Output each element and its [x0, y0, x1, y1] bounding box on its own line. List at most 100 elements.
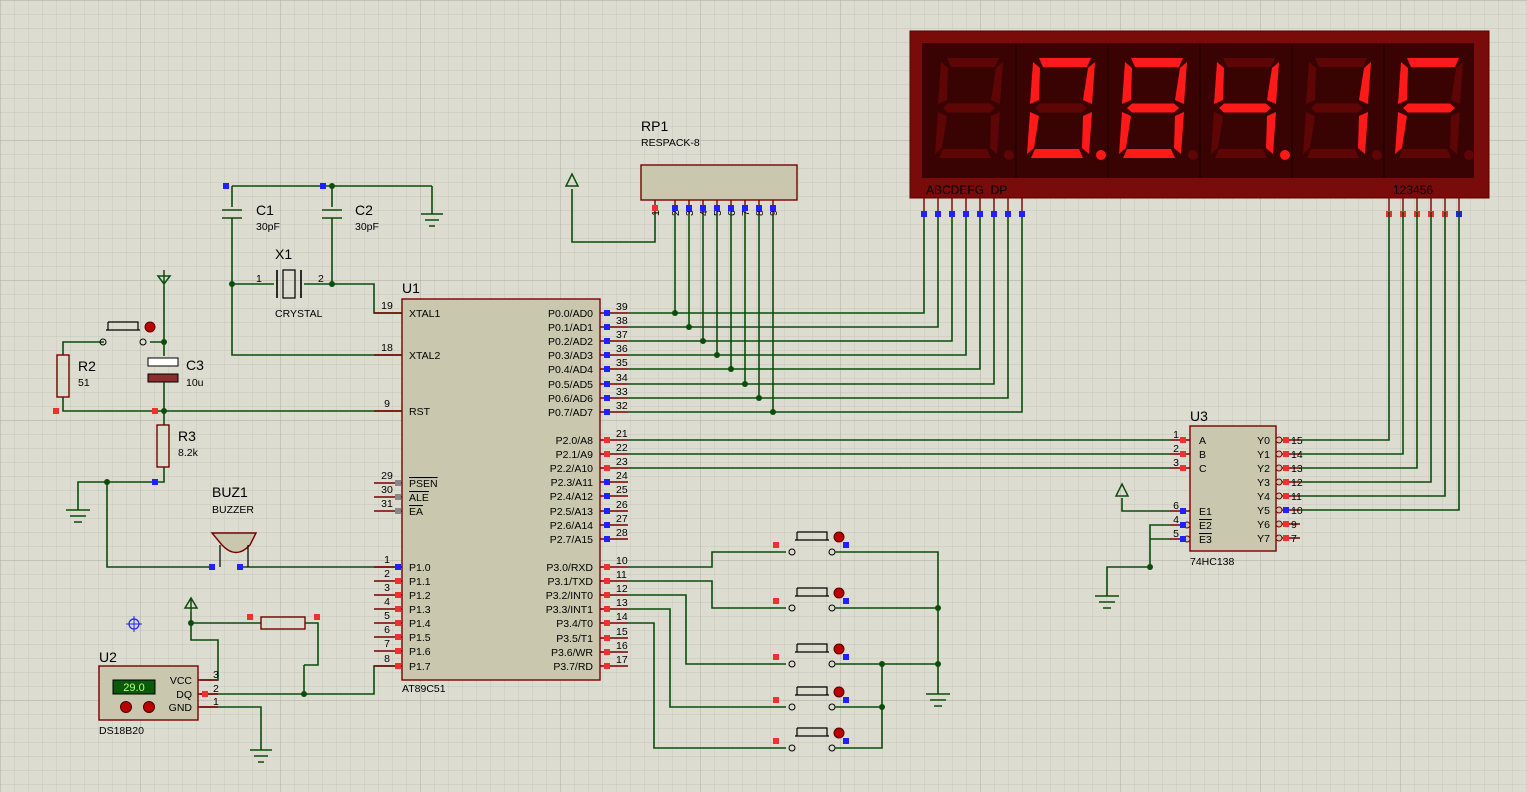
u1-pin-p14: 5P1.4: [374, 610, 431, 630]
pin-number: 27: [616, 513, 628, 525]
pin-state-marker: [604, 352, 610, 358]
key-5[interactable]: [628, 622, 849, 752]
pin-name: P0.4/AD4: [548, 364, 593, 376]
pin-state-marker: [395, 663, 401, 669]
segment-b: [1451, 62, 1463, 104]
digit-5: [1291, 43, 1382, 178]
pin-state-marker: [935, 211, 941, 217]
pin-number: 23: [616, 456, 628, 468]
u1-mcu: U1 AT89C51 19XTAL118XTAL29RST29PSEN30ALE…: [374, 280, 628, 695]
rp1-pin-4: 4: [698, 200, 710, 216]
pin-name: P0.2/AD2: [548, 336, 593, 348]
u3-pin-y7: 7Y7: [1257, 533, 1300, 545]
segment-e: [1027, 112, 1039, 154]
pin-state-marker: [1180, 508, 1186, 514]
key-1[interactable]: [628, 531, 849, 568]
digit-select-wire: [1300, 212, 1404, 455]
pin-name: P2.4/A12: [550, 491, 593, 503]
pin-number: 4: [384, 596, 390, 608]
key-4[interactable]: [628, 608, 849, 711]
pin-state-marker: [604, 578, 610, 584]
segment-b: [1267, 62, 1279, 104]
key-3[interactable]: [628, 594, 849, 668]
segment-c: [1358, 112, 1368, 154]
reset-circuit: R2 51 C3 10u R3 8.2k: [53, 270, 402, 523]
digit-1: [935, 58, 1014, 160]
r2-ref: R2: [78, 358, 96, 374]
pin-state-marker: [843, 598, 849, 604]
pin-state-marker: [1180, 437, 1186, 443]
pin-state-marker: [604, 564, 610, 570]
pin-state-marker: [395, 578, 401, 584]
pin-state-marker: [843, 542, 849, 548]
pin-name: Y5: [1257, 505, 1270, 517]
pin-state-marker: [1283, 493, 1289, 499]
p0-bus-wires: [628, 212, 1023, 415]
pin-number: 4: [698, 210, 710, 216]
pin-name: XTAL1: [409, 308, 440, 320]
pin-state-marker: [843, 654, 849, 660]
pin-name: P2.3/A11: [551, 477, 594, 489]
p0-wire: [628, 212, 995, 385]
pin-name: P0.0/AD0: [548, 308, 593, 320]
segment-e: [1395, 112, 1407, 154]
pin-name: ALE: [409, 492, 429, 504]
pin-name: P3.7/RD: [553, 661, 593, 673]
pin-state-marker: [604, 536, 610, 542]
pin-number: 1: [650, 210, 662, 216]
pin-state-marker: [604, 395, 610, 401]
pin-number: 8: [384, 653, 390, 665]
u2-reading: 29.0: [123, 682, 144, 694]
pin-state-marker: [756, 205, 762, 211]
pin-number: 1: [213, 696, 219, 708]
r2-value: 51: [78, 377, 90, 389]
c3-value: 10u: [186, 377, 204, 389]
rp1-pin-9: 9: [768, 200, 780, 216]
segment-f: [1214, 62, 1224, 104]
pin-number: 31: [381, 498, 393, 510]
pin-name: Y0: [1257, 435, 1270, 447]
pin-number: 22: [616, 442, 628, 454]
digit-select-wire: [1300, 212, 1418, 469]
pin-number: 29: [381, 470, 393, 482]
pin-state-marker: [604, 437, 610, 443]
pin-state-marker: [1283, 437, 1289, 443]
pin-number: 1: [1173, 429, 1179, 441]
pin-state-marker: [1283, 521, 1289, 527]
pin-state-marker: [700, 205, 706, 211]
junction: [714, 352, 720, 358]
digit-6: [1383, 43, 1474, 178]
rp1-ref: RP1: [641, 118, 668, 134]
pin-number: 13: [1291, 463, 1303, 475]
pin-name: P0.7/AD7: [548, 407, 593, 419]
pin-number: 32: [616, 400, 628, 412]
pin-number: 6: [726, 210, 738, 216]
pin-state-marker: [773, 654, 779, 660]
key-2[interactable]: [628, 580, 849, 612]
x1-part: CRYSTAL: [275, 308, 323, 320]
segment-a: [1315, 58, 1367, 67]
key-indicator-icon: [833, 587, 845, 599]
contact: [788, 548, 796, 556]
pin-number: 10: [616, 555, 628, 567]
pin-state-marker: [395, 480, 401, 486]
actuator: [795, 686, 829, 696]
pin-state-marker: [1180, 536, 1186, 542]
pin-number: 13: [616, 597, 628, 609]
